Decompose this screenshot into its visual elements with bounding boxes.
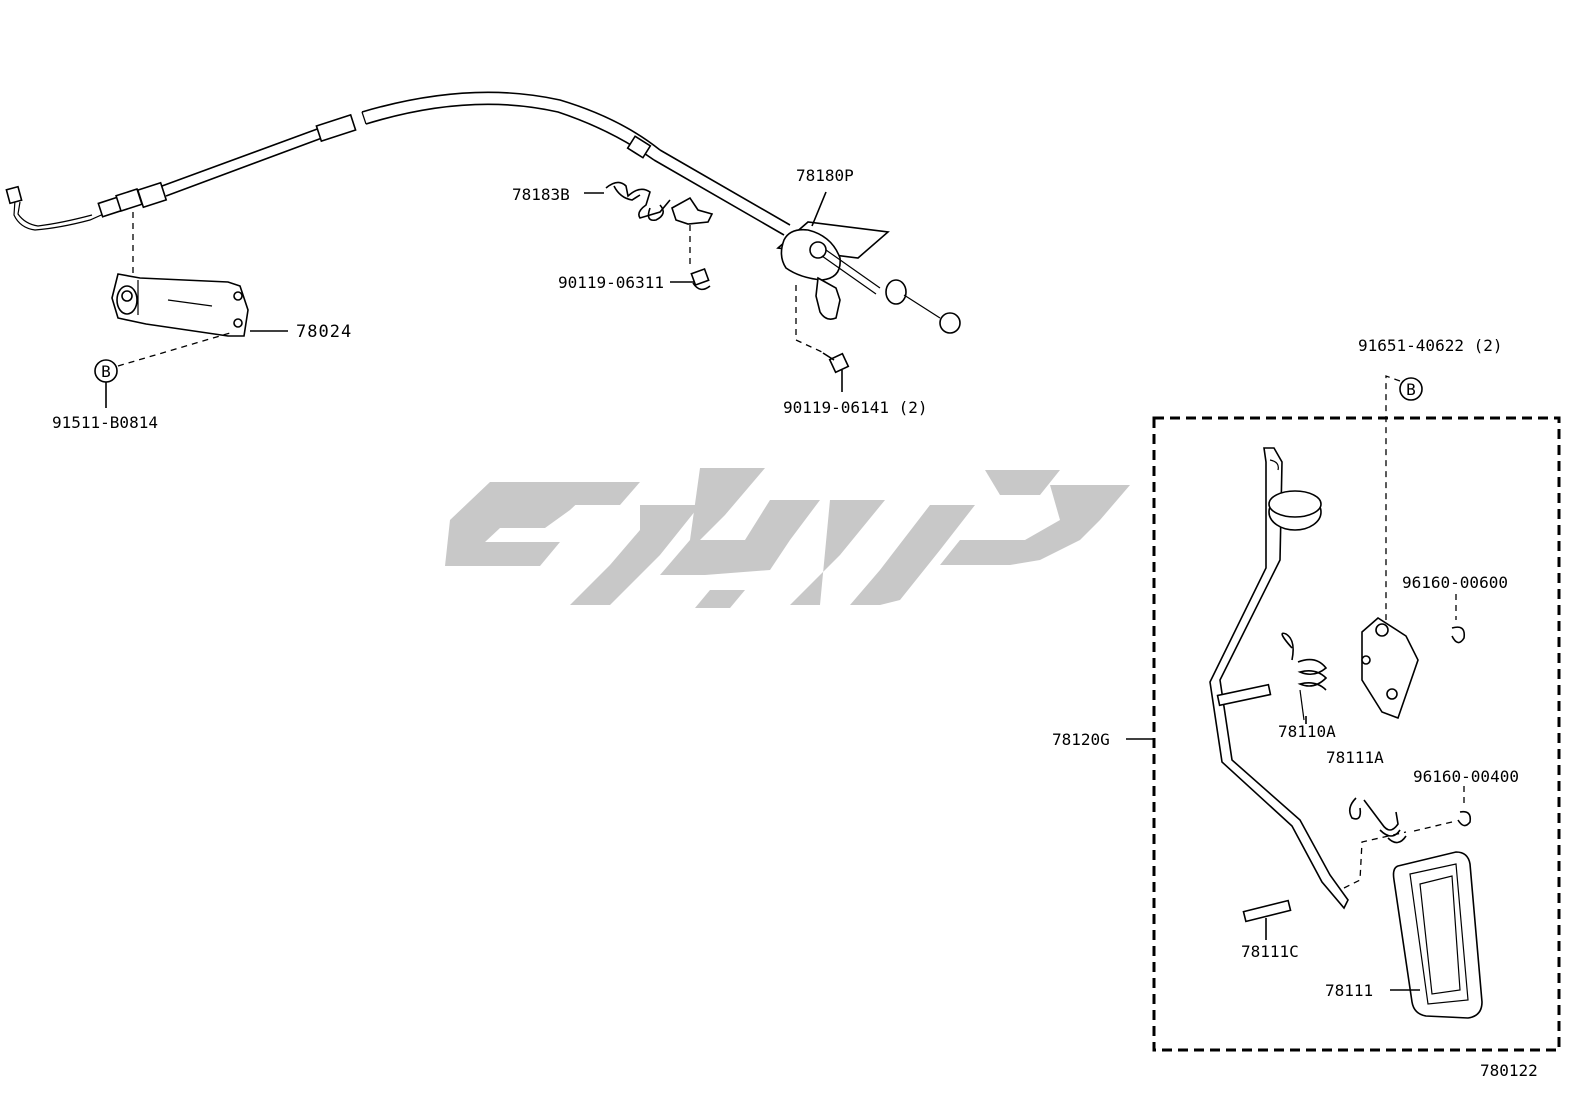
pedal-lever bbox=[1209, 447, 1349, 910]
label-78111C: 78111C bbox=[1241, 942, 1299, 961]
callout-b-right-letter: B bbox=[1406, 380, 1416, 399]
label-96160-00400: 96160-00400 bbox=[1413, 767, 1519, 786]
cable-end-assembly-78180P bbox=[776, 221, 961, 374]
label-91651-40622: 91651-40622 (2) bbox=[1358, 336, 1503, 355]
return-spring-78110A bbox=[1281, 632, 1328, 721]
callout-b-left-letter: B bbox=[101, 362, 111, 381]
label-78024: 78024 bbox=[296, 322, 352, 342]
pin-78111C bbox=[1242, 899, 1292, 940]
label-78120G: 78120G bbox=[1052, 730, 1110, 749]
label-78111A: 78111A bbox=[1326, 748, 1384, 767]
diagram-code: 780122 bbox=[1480, 1061, 1538, 1080]
brand-logo-watermark bbox=[445, 468, 1130, 608]
spring-78111A bbox=[1348, 797, 1407, 844]
clip-96160-00400 bbox=[1409, 786, 1472, 833]
label-90119-06141: 90119-06141 (2) bbox=[783, 398, 928, 417]
label-78111: 78111 bbox=[1325, 981, 1373, 1000]
label-78180P: 78180P bbox=[796, 166, 854, 185]
callout-b-right: B bbox=[1385, 375, 1423, 620]
label-78110A: 78110A bbox=[1278, 722, 1336, 741]
pedal-pad-78111 bbox=[1343, 831, 1483, 1019]
label-91511-B0814: 91511-B0814 bbox=[52, 413, 158, 432]
cable-bracket-78024 bbox=[111, 212, 249, 337]
pedal-bracket-plate bbox=[1361, 617, 1419, 720]
label-96160-00600: 96160-00600 bbox=[1402, 573, 1508, 592]
accelerator-cable bbox=[5, 91, 791, 236]
callout-b-left: B bbox=[94, 332, 231, 408]
leader-lines bbox=[250, 191, 1420, 991]
label-90119-06311: 90119-06311 bbox=[558, 273, 664, 292]
pedal-assembly-boundary bbox=[1152, 416, 1561, 1052]
cable-clip-78183B bbox=[605, 181, 714, 291]
clip-96160-00600 bbox=[1451, 594, 1466, 644]
label-78183B: 78183B bbox=[512, 185, 570, 204]
